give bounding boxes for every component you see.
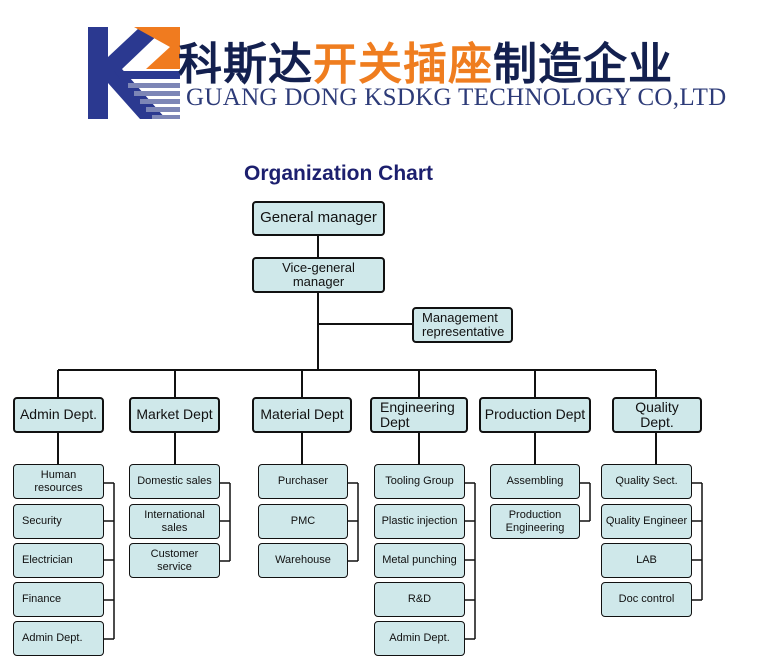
dept-admin-box: Admin Dept. <box>13 397 104 433</box>
unit-customer-service-box: Customer service <box>129 543 220 578</box>
unit-metal-punching-box: Metal punching <box>374 543 465 578</box>
company-name-english: GUANG DONG KSDKG TECHNOLOGY CO,LTD <box>186 84 727 111</box>
unit-engineering-admin-dept-box: Admin Dept. <box>374 621 465 656</box>
unit-pmc-box: PMC <box>258 504 348 539</box>
unit-doc-control-box: Doc control <box>601 582 692 617</box>
unit-international-sales-box: International sales <box>129 504 220 539</box>
company-name-cn-part2: 开关插座 <box>313 39 493 90</box>
dept-production-box: Production Dept <box>479 397 591 433</box>
dept-market-box: Market Dept <box>129 397 220 433</box>
unit-security-box: Security <box>13 504 104 539</box>
unit-plastic-injection-box: Plastic injection <box>374 504 465 539</box>
chart-title: Organization Chart <box>244 162 434 185</box>
unit-quality-sect-box: Quality Sect. <box>601 464 692 499</box>
unit-assembling-box: Assembling <box>490 464 580 499</box>
unit-warehouse-box: Warehouse <box>258 543 348 578</box>
unit-finance-box: Finance <box>13 582 104 617</box>
unit-lab-box: LAB <box>601 543 692 578</box>
dept-quality-box: Quality Dept. <box>612 397 702 433</box>
unit-purchaser-box: Purchaser <box>258 464 348 499</box>
unit-domestic-sales-box: Domestic sales <box>129 464 220 499</box>
company-name-cn-part1: 科斯达 <box>178 39 313 90</box>
company-name-chinese: 科斯达开关插座制造企业 <box>178 28 673 92</box>
unit-human-resources-box: Human resources <box>13 464 104 499</box>
management-representative-box: Management representative <box>412 307 513 343</box>
vice-general-manager-box: Vice-general manager <box>252 257 385 293</box>
company-logo <box>84 23 184 123</box>
unit-production-engineering-box: Production Engineering <box>490 504 580 539</box>
dept-material-box: Material Dept <box>252 397 352 433</box>
company-name-cn-part3: 制造企业 <box>493 39 673 90</box>
dept-engineering-box: Engineering Dept <box>370 397 468 433</box>
unit-electrician-box: Electrician <box>13 543 104 578</box>
unit-admin-dept-box: Admin Dept. <box>13 621 104 656</box>
general-manager-box: General manager <box>252 201 385 236</box>
unit-tooling-group-box: Tooling Group <box>374 464 465 499</box>
unit-quality-engineer-box: Quality Engineer <box>601 504 692 539</box>
unit-rd-box: R&D <box>374 582 465 617</box>
